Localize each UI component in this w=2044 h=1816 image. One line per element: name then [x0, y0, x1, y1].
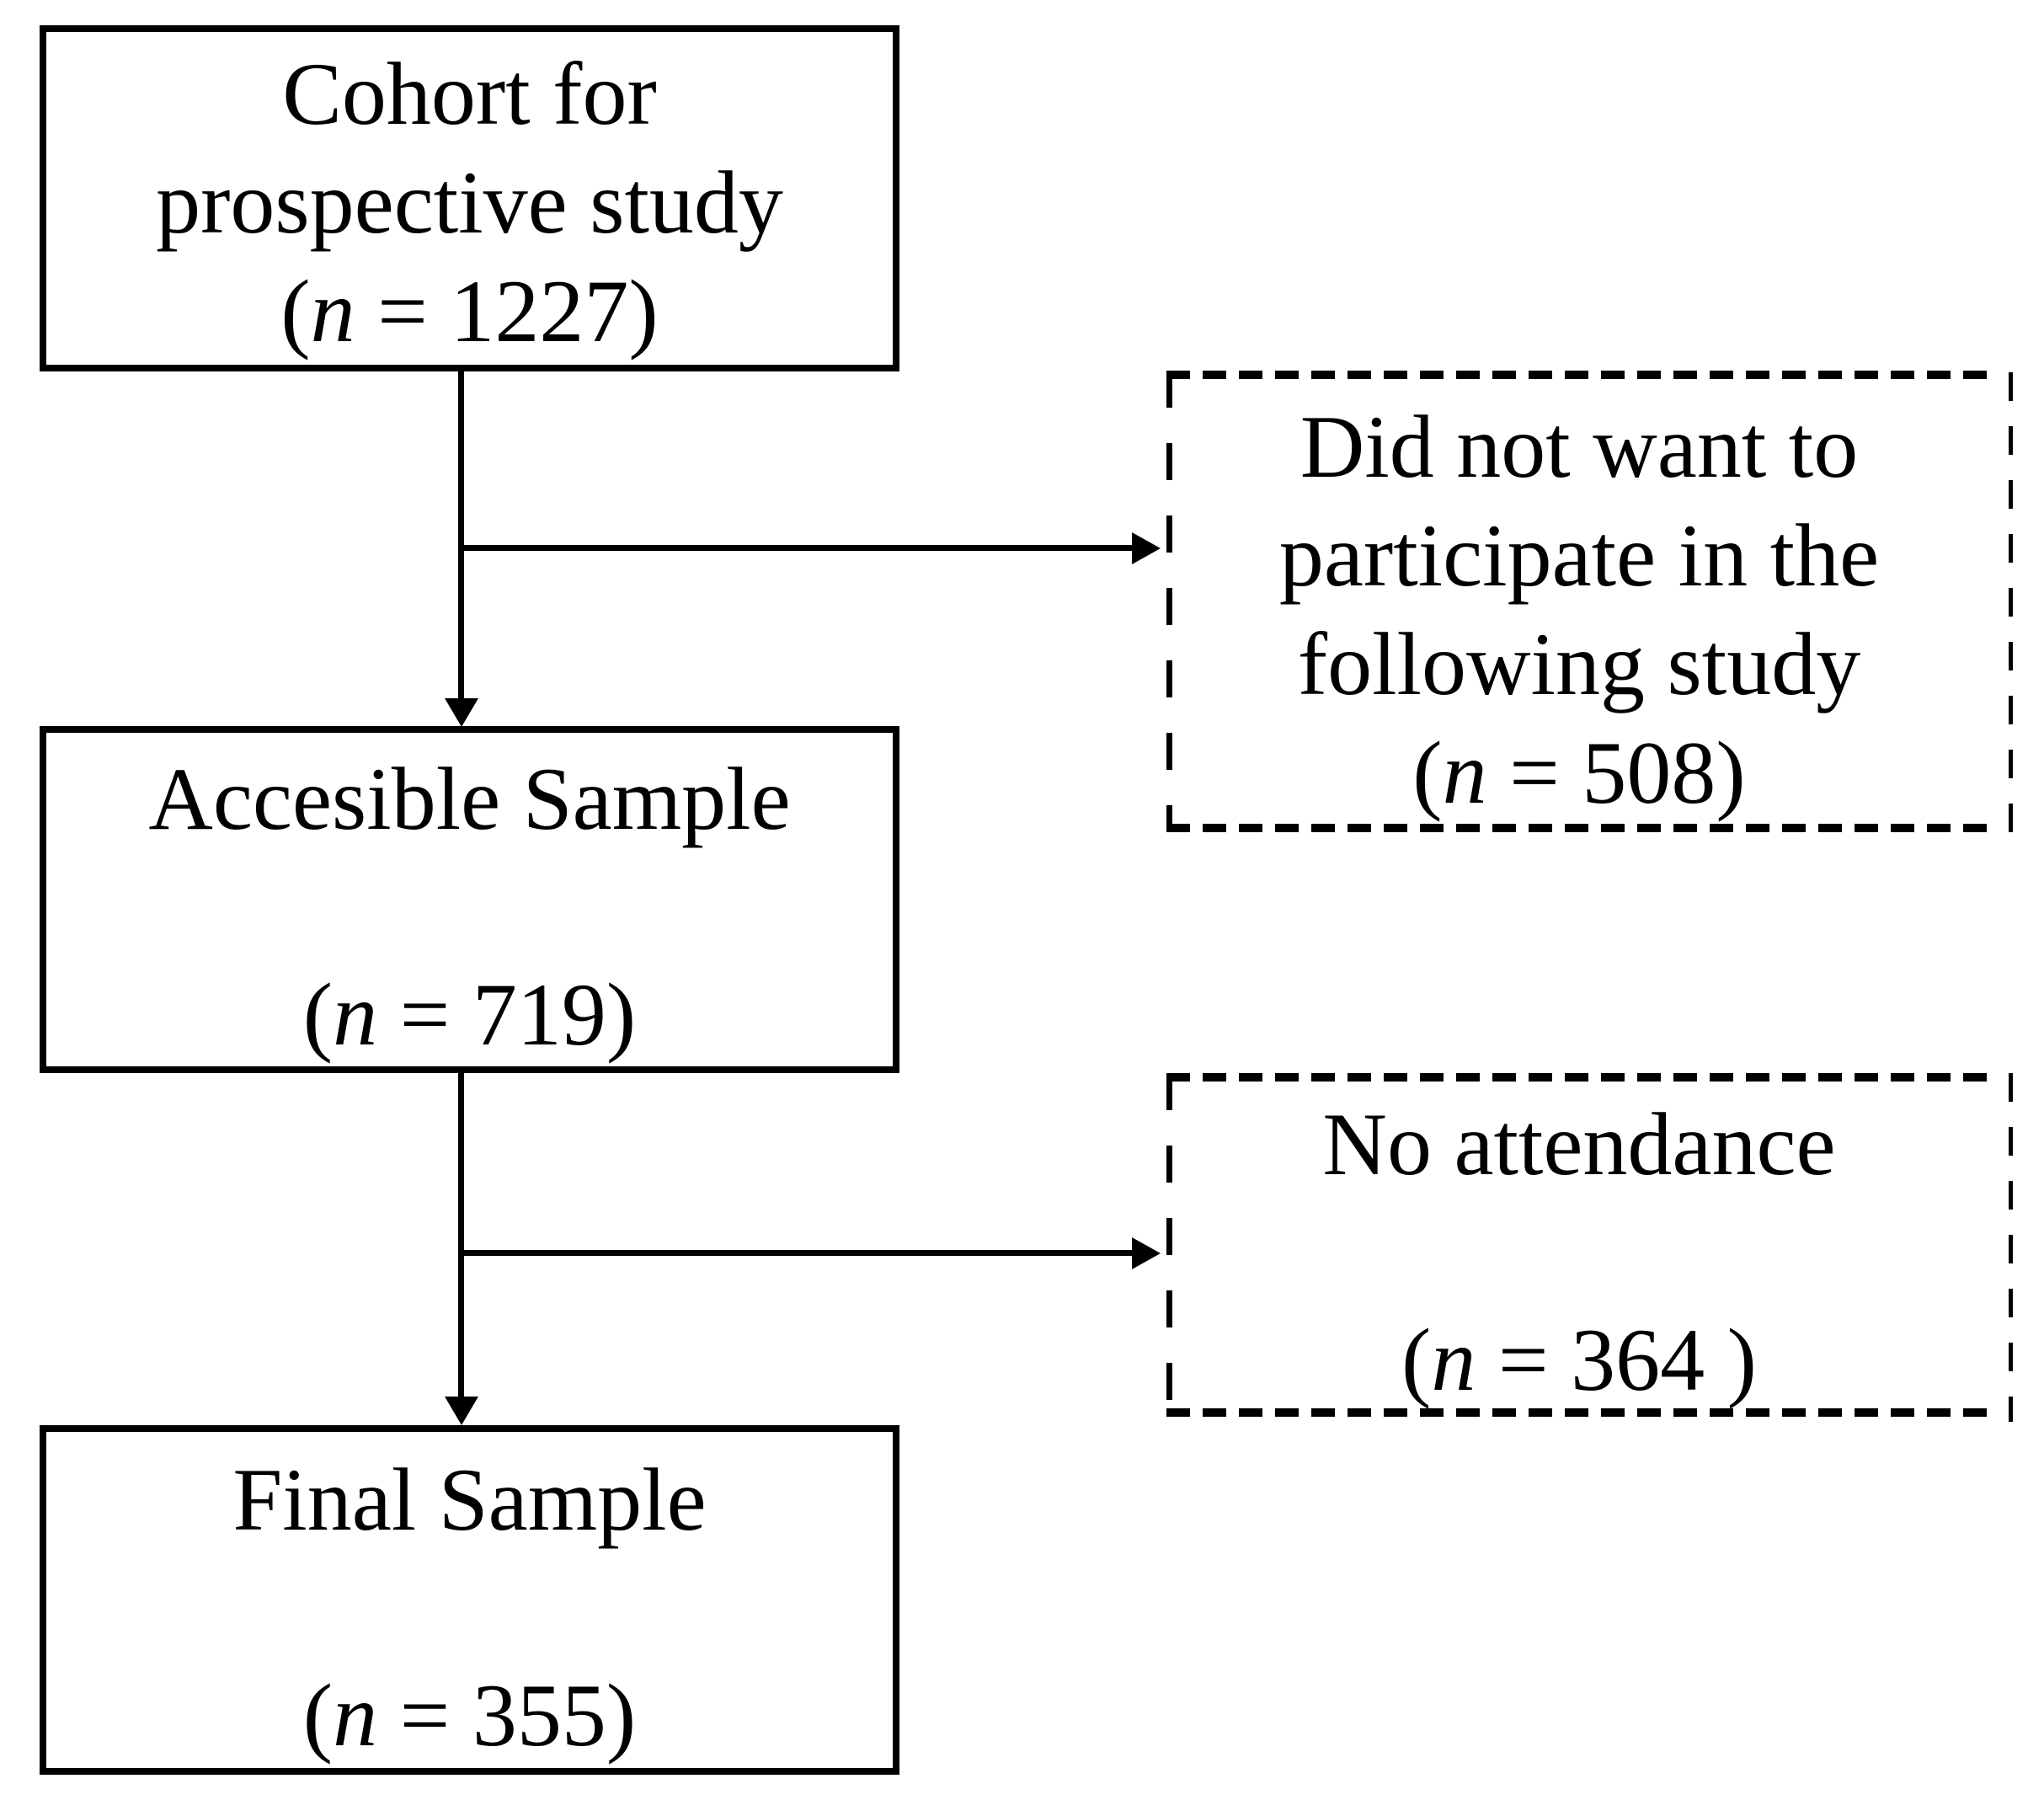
- n-symbol: n: [1442, 724, 1487, 822]
- box-cohort-line-2: prospective study: [156, 153, 783, 252]
- box-no-attendance-title: No attendance: [1322, 1095, 1836, 1194]
- box-accessible-title: Accesible Sample: [148, 750, 791, 848]
- box-cohort: Cohort for prospective study (n = 1227): [40, 25, 899, 371]
- dashed-border-bottom: [1166, 1408, 1992, 1417]
- n-symbol: n: [333, 965, 378, 1064]
- box-final-n-count: (n = 355): [46, 1661, 893, 1770]
- n-symbol: n: [1431, 1311, 1476, 1409]
- dashed-border-top: [1166, 1073, 1992, 1082]
- dashed-border-bottom: [1166, 824, 1992, 832]
- n-value: = 364 ): [1476, 1311, 1757, 1409]
- box-declined-line-2: participate in the: [1278, 506, 1880, 605]
- n-value: = 719): [377, 965, 637, 1064]
- dashed-border-left: [1166, 1073, 1172, 1417]
- arrowhead-right-declined: [1132, 532, 1161, 564]
- n-open: (: [1401, 1311, 1432, 1409]
- arrowhead-down-accessible: [445, 698, 478, 727]
- n-symbol: n: [310, 262, 355, 361]
- n-symbol: n: [333, 1666, 378, 1765]
- box-no-attendance: No attendance (n = 364 ): [1166, 1073, 1992, 1417]
- connector-accessible-final: [458, 1072, 464, 1399]
- n-value: = 508): [1486, 724, 1746, 822]
- box-declined-line-3: following study: [1297, 615, 1861, 713]
- n-open: (: [1412, 724, 1443, 822]
- box-final-title: Final Sample: [232, 1450, 707, 1549]
- box-declined-text: Did not want to participate in the follo…: [1166, 371, 1992, 832]
- box-accessible-sample: Accesible Sample (n = 719): [40, 726, 899, 1073]
- dashed-border-left: [1166, 371, 1172, 832]
- box-no-attendance-n-count: (n = 364 ): [1166, 1306, 1992, 1414]
- box-cohort-n-count: (n = 1227): [46, 257, 893, 366]
- box-accessible-n-count: (n = 719): [46, 960, 893, 1069]
- n-open: (: [302, 1666, 334, 1765]
- box-declined-n-count: (n = 508): [1166, 718, 1992, 827]
- dashed-border-top: [1166, 371, 1992, 379]
- n-value: = 1227): [355, 262, 659, 361]
- n-open: (: [302, 965, 334, 1064]
- n-open: (: [280, 262, 311, 361]
- box-no-attendance-text: No attendance (n = 364 ): [1166, 1073, 1992, 1417]
- box-declined-line-1: Did not want to: [1300, 398, 1859, 496]
- dashed-border-right-outer: [2009, 1073, 2013, 1422]
- connector-branch-no-attendance: [458, 1250, 1133, 1256]
- connector-branch-declined: [458, 545, 1133, 551]
- dashed-border-right-outer: [2009, 372, 2013, 837]
- box-final-sample: Final Sample (n = 355): [40, 1425, 899, 1775]
- arrowhead-right-no-attendance: [1132, 1237, 1161, 1269]
- box-cohort-line-1: Cohort for: [282, 45, 657, 143]
- connector-cohort-accessible: [458, 371, 464, 701]
- arrowhead-down-final: [445, 1397, 478, 1425]
- n-value: = 355): [377, 1666, 637, 1765]
- box-declined: Did not want to participate in the follo…: [1166, 371, 1992, 832]
